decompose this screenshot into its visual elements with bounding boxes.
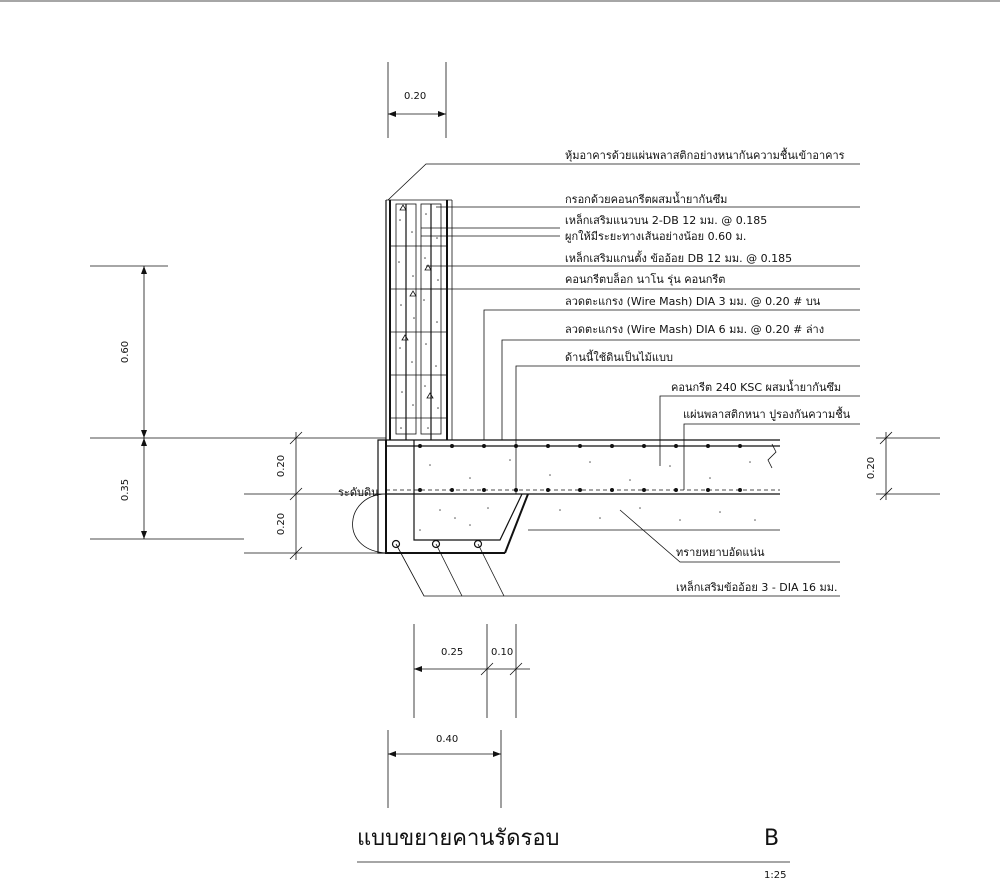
label-sand: ทรายหยาบอัดแน่น (676, 546, 765, 559)
dim-beam-depth: 0.35 (120, 479, 131, 501)
title-block: แบบขยายคานรัดรอบ B 1:25 (357, 826, 790, 881)
dim-upper-part: 0.20 (276, 455, 287, 477)
dim-right: 0.20 (866, 431, 940, 501)
label-top-rebar: เหล็กเสริมแนวบน 2-DB 12 มม. @ 0.185 (565, 213, 767, 227)
annotations: หุ้มอาคารด้วยแผ่นพลาสติกอย่างหนากันความช… (338, 147, 851, 594)
label-plastic: แผ่นพลาสติกหนา ปูรองกันความชื้น (683, 406, 851, 421)
beam-section (244, 437, 780, 554)
leader-lines (387, 163, 860, 597)
block-wall (377, 199, 453, 554)
label-block: คอนกรีตบล็อก นาโน รุ่น คอนกรีต (565, 272, 725, 286)
drawing-code: B (764, 826, 779, 851)
label-fill: กรอกด้วยคอนกรีตผสมน้ำยากันซึม (565, 191, 727, 206)
dim-top-width-label: 0.20 (404, 91, 426, 102)
label-wrap: หุ้มอาคารด้วยแผ่นพลาสติกอย่างหนากันความช… (565, 147, 845, 162)
dim-bottom-total: 0.40 (436, 734, 458, 745)
label-lap: ผูกให้มีระยะทางเส้นอย่างน้อย 0.60 ม. (565, 230, 746, 243)
dim-bottom-b: 0.10 (491, 647, 513, 658)
dim-bottom: 0.25 0.10 0.40 (387, 624, 530, 808)
drawing-scale: 1:25 (764, 870, 786, 881)
drawing-title: แบบขยายคานรัดรอบ (357, 826, 560, 851)
label-concrete: คอนกรีต 240 KSC ผสมน้ำยากันซึม (671, 379, 841, 394)
label-mesh-bottom: ลวดตะแกรง (Wire Mash) DIA 6 มม. @ 0.20 #… (565, 323, 824, 336)
dim-left: 0.60 0.35 0.20 0.20 (90, 265, 386, 560)
label-formwork: ด้านนี้ใช้ดินเป็นไม้แบบ (565, 349, 673, 364)
dim-wall-height: 0.60 (120, 341, 131, 363)
dim-lower-part: 0.20 (276, 513, 287, 535)
label-bottom-rebar: เหล็กเสริมข้ออ้อย 3 - DIA 16 มม. (676, 580, 838, 594)
label-ground: ระดับดิน (338, 486, 379, 499)
dim-top-width: 0.20 (387, 62, 447, 138)
label-mesh-top: ลวดตะแกรง (Wire Mash) DIA 3 มม. @ 0.20 #… (565, 295, 821, 308)
dim-slab-thickness: 0.20 (866, 457, 877, 479)
dim-bottom-a: 0.25 (441, 647, 463, 658)
label-vertical-rebar: เหล็กเสริมแกนตั้ง ข้ออ้อย DB 12 มม. @ 0.… (565, 250, 792, 265)
